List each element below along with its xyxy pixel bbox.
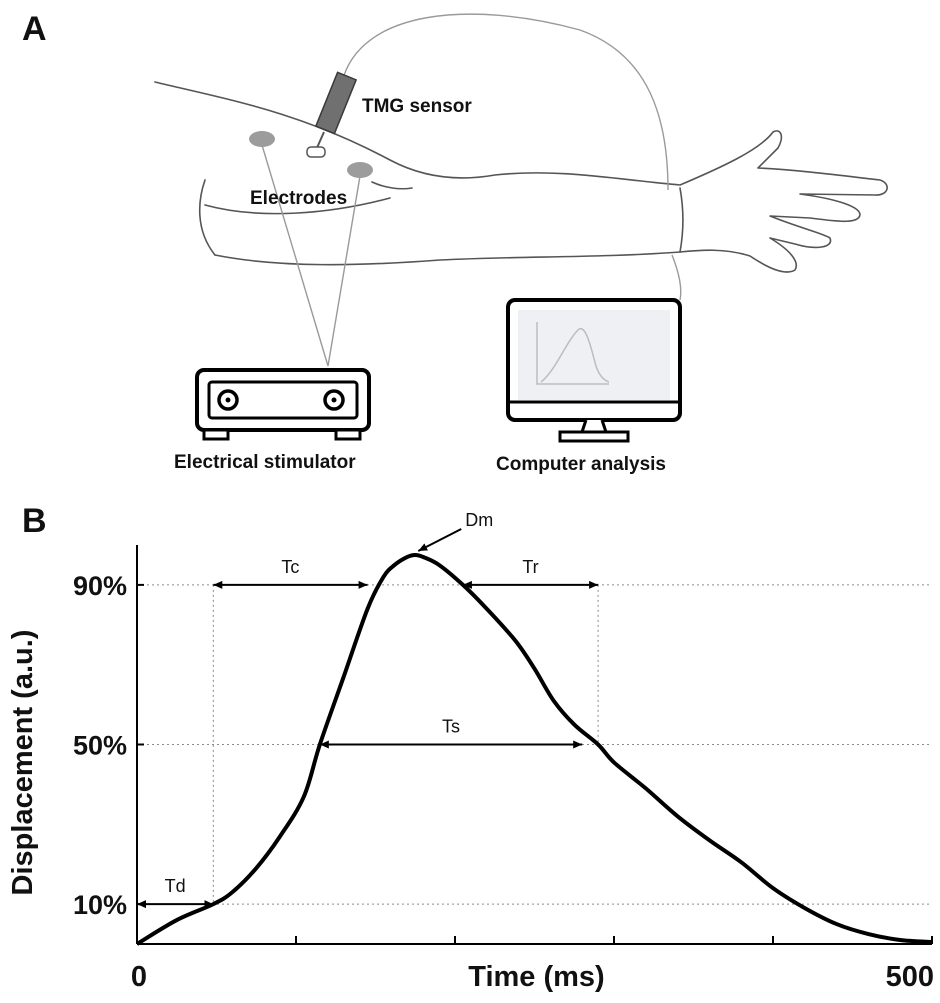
tmg-sensor-icon: [306, 71, 358, 158]
x-tick-label-0: 0: [131, 961, 147, 993]
wrist-to-computer-cable: [671, 254, 682, 301]
electrical-stimulator-label: Electrical stimulator: [174, 452, 356, 473]
sensor-cable: [341, 13, 669, 191]
y-tick-label-10: 10%: [73, 890, 127, 920]
computer-monitor-icon: [506, 298, 682, 443]
electrode-wire-right: [327, 175, 361, 367]
arm-illustration: [154, 81, 888, 273]
axes: [136, 545, 933, 945]
tick-labels: 10% 50% 90% 0 500 Time (ms) Displacement (a.u.…: [7, 571, 934, 993]
panel-a: A: [22, 10, 888, 475]
interval-label-ts: Ts: [442, 717, 460, 737]
panel-a-letter: A: [22, 10, 47, 48]
interval-label-tr: Tr: [522, 557, 538, 577]
y-axis-title: Displacement (a.u.): [7, 630, 39, 896]
y-tick-label-50: 50%: [73, 731, 127, 761]
electrodes-label: Electrodes: [250, 188, 347, 209]
tmg-sensor-label: TMG sensor: [362, 96, 472, 117]
peak-label-dm: Dm: [465, 510, 493, 530]
series: [135, 552, 933, 946]
electrode-left: [249, 131, 275, 147]
interval-label-td: Td: [165, 876, 186, 896]
guide-lines: [212, 584, 599, 905]
x-axis-title: Time (ms): [468, 961, 604, 993]
displacement-curve: [135, 552, 933, 946]
y-tick-label-90: 90%: [73, 571, 127, 601]
interval-label-tc: Tc: [281, 557, 299, 577]
electrode-wire-left: [261, 144, 329, 367]
panel-b-letter: B: [22, 502, 47, 540]
x-tick-label-500: 500: [886, 961, 934, 993]
peak-arrow-dm: [417, 528, 462, 552]
electrical-stimulator-icon: [195, 368, 371, 441]
electrode-right: [347, 162, 373, 178]
computer-analysis-label: Computer analysis: [496, 454, 666, 475]
